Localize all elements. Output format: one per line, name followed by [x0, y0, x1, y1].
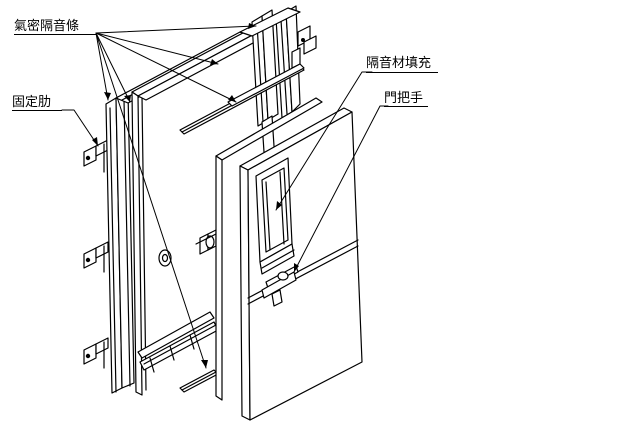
vision-window	[255, 157, 295, 275]
leader-lines	[61, 25, 389, 369]
sound-insulation-fill-label: 隔音材填充	[366, 56, 432, 71]
door-frame-outer	[105, 31, 253, 394]
door-handle	[261, 265, 299, 307]
door-leaf-back	[215, 97, 323, 401]
seal-strip-middle	[227, 63, 305, 107]
arrowheads	[92, 23, 299, 368]
door-frame-inner	[131, 25, 271, 396]
handle-label-underline	[384, 106, 428, 107]
fixing-bracket-bottom	[83, 337, 109, 369]
seal-label-underline	[14, 34, 96, 35]
frame-posts	[239, 5, 317, 183]
fixing-bracket-top	[83, 139, 109, 173]
fill-label-underline	[366, 72, 438, 73]
airtight-seal-strip-label: 氣密隔音條	[14, 19, 80, 34]
fixing-bracket-middle	[83, 241, 109, 273]
strike-plate	[158, 249, 172, 267]
door-handle-label: 門把手	[384, 91, 424, 106]
fixing-rib-label: 固定肋	[12, 95, 52, 110]
rib-label-underline	[12, 110, 62, 111]
seal-strip-bottom	[179, 369, 219, 393]
door-leaf	[239, 107, 363, 421]
lock-body	[195, 229, 221, 255]
